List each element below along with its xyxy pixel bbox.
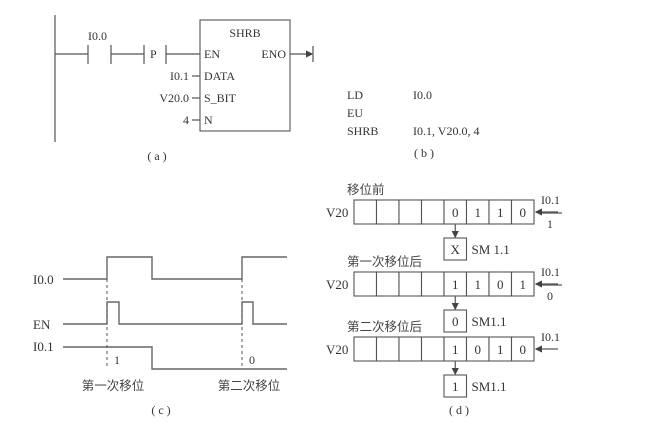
register-bit-cell <box>420 199 445 225</box>
register-bit-cell <box>353 336 378 362</box>
contact-label: I0.0 <box>88 29 107 43</box>
pin-n: N <box>204 113 213 127</box>
register-bit-value: 1 <box>452 277 459 292</box>
register-bit-cell <box>398 199 423 225</box>
waveform-en <box>63 301 287 325</box>
register-label: V20 <box>326 205 348 220</box>
register-bit-cell <box>353 271 378 297</box>
register-bit-value: 1 <box>475 277 482 292</box>
register-bit-cell <box>510 336 535 362</box>
contact-i00[interactable] <box>87 45 112 64</box>
statement-list: LD I0.0 EU SHRB I0.1, V20.0, 4 ( b ) <box>347 88 479 160</box>
register-bit-cell <box>510 271 535 297</box>
register-bit-cell <box>375 336 400 362</box>
waveform-i00 <box>63 256 287 280</box>
state-title: 第一次移位后 <box>347 254 422 269</box>
register-bit-cell <box>420 336 445 362</box>
pin-s-bit: S_BIT <box>204 91 237 105</box>
input-value: 1 <box>547 217 553 231</box>
stl-op: EU <box>347 106 363 120</box>
register-bit-value: 1 <box>497 342 504 357</box>
stl-op: LD <box>347 88 363 102</box>
state-title: 第二次移位后 <box>347 319 422 334</box>
register-bit-value: 1 <box>497 205 504 220</box>
signal-label-en: EN <box>33 317 51 332</box>
register-bit-value: 1 <box>475 205 482 220</box>
shift-label-2: 第二次移位 <box>218 378 281 393</box>
sm-bit-box <box>443 237 468 261</box>
register-bit-cell <box>375 199 400 225</box>
edge-label: P <box>150 47 157 61</box>
input-label: I0.1 <box>541 193 560 207</box>
sm-bit-box <box>443 374 468 398</box>
register-bit-value: 0 <box>497 277 504 292</box>
ladder-diagram: I0.0 P SHRB EN ENO DATA S_BIT N I0.1 V20… <box>54 15 314 163</box>
register-bit-cell <box>375 271 400 297</box>
signal-label-i01: I0.1 <box>33 339 54 354</box>
i01-value-1: 1 <box>114 353 120 367</box>
sm-bit-value: 1 <box>452 379 459 394</box>
sm-bit-value: 0 <box>452 314 459 329</box>
pin-eno: ENO <box>261 47 286 61</box>
caption-d: ( d ) <box>449 403 469 417</box>
register-bit-value: 1 <box>452 342 459 357</box>
register-label: V20 <box>326 277 348 292</box>
caption-c: ( c ) <box>151 403 170 417</box>
register-bit-value: 0 <box>452 205 459 220</box>
register-bit-cell <box>353 199 378 225</box>
register-bit-value: 0 <box>520 342 527 357</box>
caption-a: ( a ) <box>147 149 166 163</box>
sm-bit-box <box>443 309 468 333</box>
sm-bit-label: SM1.1 <box>472 314 507 329</box>
state-title: 移位前 <box>347 182 385 197</box>
signal-label-i00: I0.0 <box>33 272 54 287</box>
register-bit-cell <box>510 199 535 225</box>
timing-diagram: I0.0 EN I0.1 1 0 第一次移位 第二次移位 ( c ) <box>33 256 287 417</box>
register-bit-cell <box>398 271 423 297</box>
input-label: I0.1 <box>541 330 560 344</box>
register-label: V20 <box>326 342 348 357</box>
shift-label-1: 第一次移位 <box>82 378 145 393</box>
register-bit-cell <box>398 336 423 362</box>
input-data-value: I0.1 <box>170 69 189 83</box>
caption-b: ( b ) <box>414 146 434 160</box>
input-label: I0.1 <box>541 265 560 279</box>
block-title: SHRB <box>229 26 260 40</box>
register-bit-value: 1 <box>520 277 527 292</box>
stl-op: SHRB <box>347 124 378 138</box>
sm-bit-label: SM 1.1 <box>472 242 510 257</box>
register-bit-value: 0 <box>475 342 482 357</box>
stl-arg: I0.0 <box>413 88 432 102</box>
input-s-bit-value: V20.0 <box>159 91 189 105</box>
pin-data: DATA <box>204 69 235 83</box>
sm-bit-value: X <box>451 242 461 257</box>
stl-arg: I0.1, V20.0, 4 <box>413 124 479 138</box>
input-value: 0 <box>547 289 553 303</box>
pin-en: EN <box>204 47 220 61</box>
register-bit-value: 0 <box>520 205 527 220</box>
register-bit-cell <box>420 271 445 297</box>
sm-bit-label: SM1.1 <box>472 379 507 394</box>
i01-value-2: 0 <box>249 353 255 367</box>
input-n-value: 4 <box>183 113 189 127</box>
